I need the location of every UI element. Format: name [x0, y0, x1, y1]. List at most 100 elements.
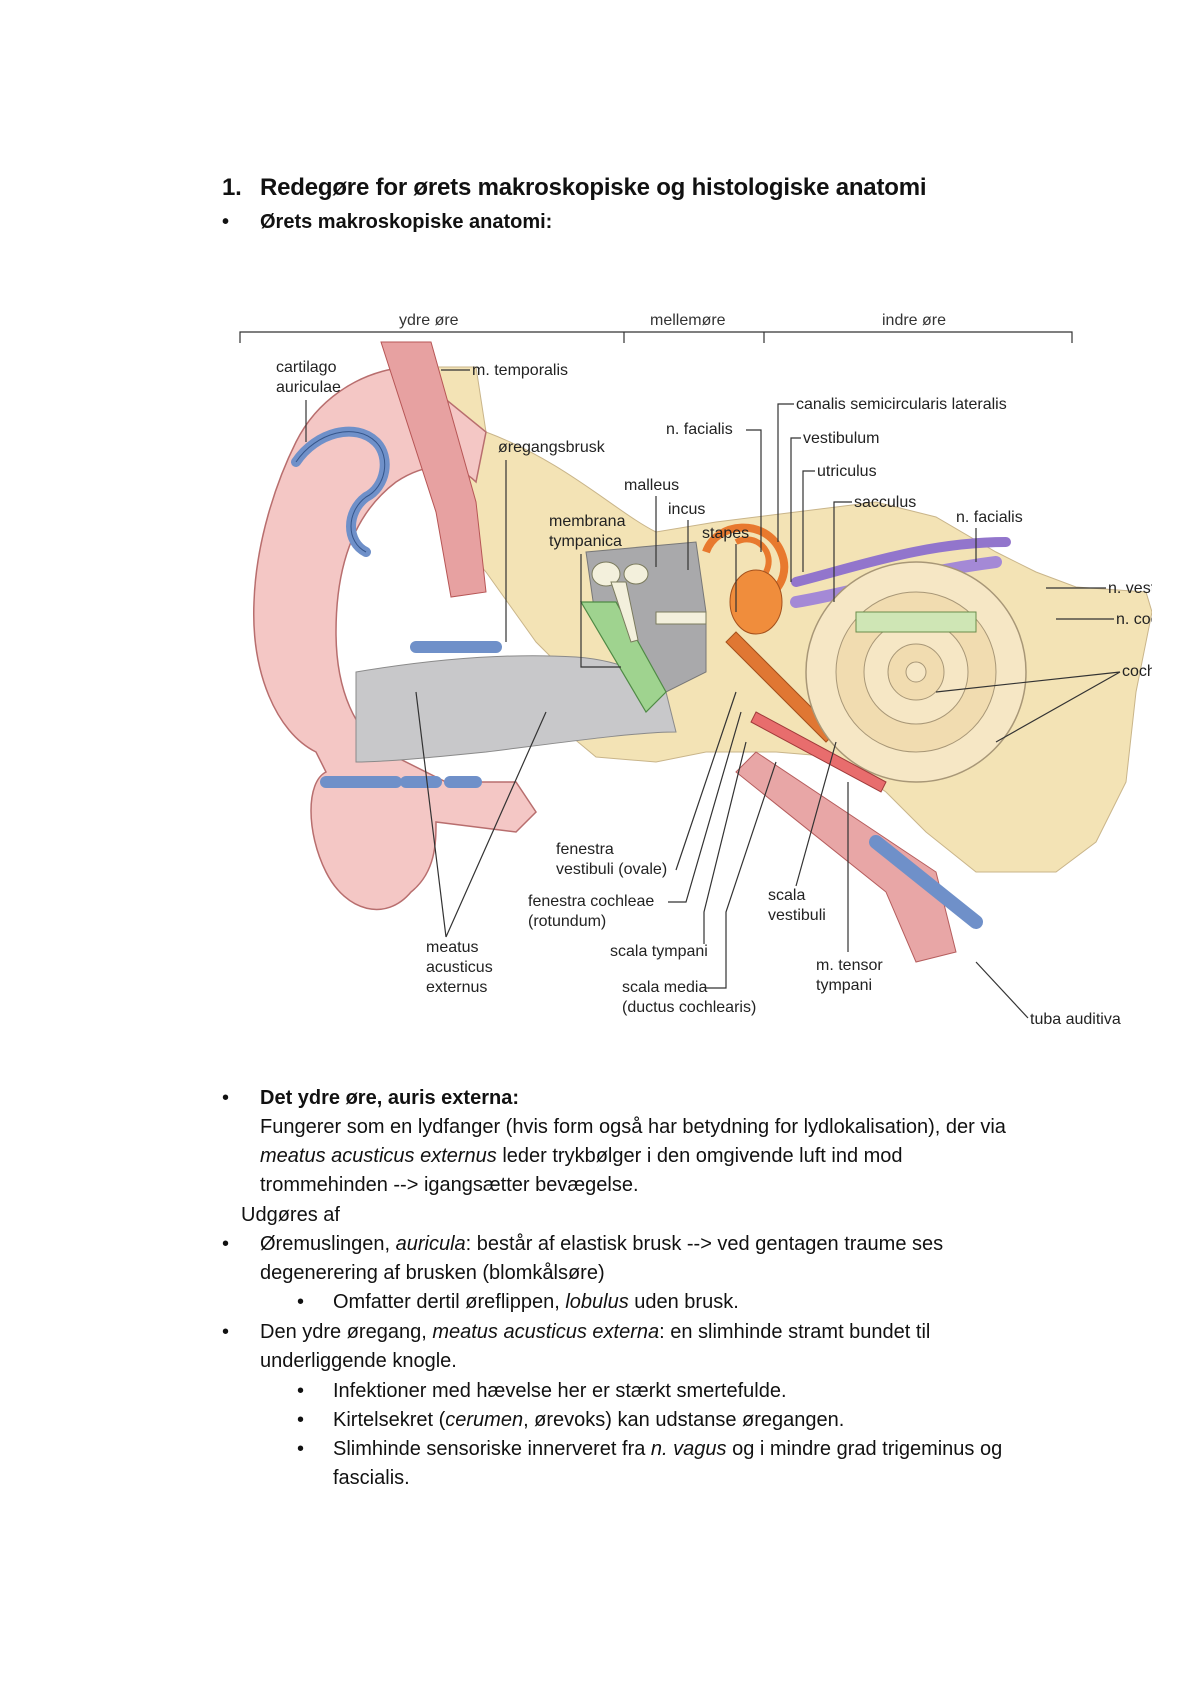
label-n-vestibular: n. vestibular: [1108, 580, 1152, 597]
bullet-dot: •: [297, 1438, 305, 1460]
bullet-dot: •: [297, 1409, 305, 1431]
region-ydre: ydre øre: [399, 312, 459, 329]
auricula-term: auricula: [395, 1233, 466, 1255]
bullet-dot: •: [222, 1233, 230, 1255]
label-n-facialis-top: n. facialis: [666, 421, 733, 438]
innervation-line2: fascialis.: [333, 1467, 410, 1489]
auricula-line2: degenerering af brusken (blomkålsøre): [260, 1262, 605, 1284]
cochlea: [805, 561, 1027, 783]
vestibular-nerve: [791, 537, 1011, 587]
auricula-text-b: : består af elastisk brusk --> ved genta…: [465, 1233, 944, 1255]
label-utriculus: utriculus: [817, 463, 877, 480]
label-scala-vest2: vestibuli: [768, 907, 826, 924]
label-tympanica: tympanica: [549, 533, 622, 550]
bullet-cerumen: • Kirtelsekret (cerumen, ørevoks) kan ud…: [297, 1406, 844, 1435]
labyrinth: [702, 523, 837, 743]
label-meatus1: meatus: [426, 939, 478, 956]
cerumen-text-a: Kirtelsekret (: [333, 1409, 446, 1431]
cerumen-text-b: , ørevoks) kan udstanse øregangen.: [523, 1409, 845, 1431]
bullet-auricula: • Øremuslingen, auricula: består af elas…: [222, 1230, 943, 1288]
label-meatus2: acusticus: [426, 959, 493, 976]
bullet-meatus: • Den ydre øregang, meatus acusticus ext…: [222, 1318, 930, 1376]
meatus-text-a: Den ydre øregang,: [260, 1321, 433, 1343]
auditory-tube: [735, 751, 957, 963]
label-stapes: stapes: [702, 525, 749, 542]
lobulus-text-b: uden brusk.: [628, 1291, 739, 1313]
cerumen-line: Kirtelsekret (cerumen, ørevoks) kan udst…: [333, 1406, 844, 1435]
label-m-tensor2: tympani: [816, 977, 872, 994]
ydre-paragraph-line2: meatus acusticus externus leder trykbølg…: [260, 1142, 1006, 1171]
ydre-line2-rest: leder trykbølger i den omgivende luft in…: [496, 1145, 903, 1167]
label-scala-media1: scala media: [622, 979, 707, 996]
label-auriculae: auriculae: [276, 379, 341, 396]
subheading-text: Ørets makroskopiske anatomi:: [260, 211, 553, 233]
label-cochlea: cochle: [1122, 663, 1152, 680]
udgores-label: Udgøres af: [241, 1204, 340, 1226]
cerumen-term: cerumen: [445, 1409, 524, 1431]
lobulus-line: Omfatter dertil øreflippen, lobulus uden…: [333, 1288, 739, 1317]
section-ydre: • Det ydre øre, auris externa: Fungerer …: [222, 1084, 1006, 1200]
label-tuba: tuba auditiva: [1030, 1011, 1121, 1028]
label-scala-tympani: scala tympani: [610, 943, 708, 960]
label-fenestra-c1: fenestra cochleae: [528, 893, 654, 910]
label-canalis: canalis semicircularis lateralis: [796, 396, 1007, 413]
label-malleus: malleus: [624, 477, 679, 494]
bullet-infektioner: • Infektioner med hævelse her er stærkt …: [297, 1377, 787, 1406]
bullet-dot: •: [297, 1380, 305, 1402]
label-scala-vest1: scala: [768, 887, 805, 904]
label-meatus3: externus: [426, 979, 487, 996]
label-cartilago: cartilago: [276, 359, 337, 376]
label-incus: incus: [668, 501, 705, 518]
meatus-text-b: : en slimhinde stramt bundet til: [659, 1321, 931, 1343]
page-heading: 1.Redegøre for ørets makroskopiske og hi…: [222, 174, 927, 202]
ydre-meatus-term: meatus acusticus externus: [260, 1145, 497, 1167]
subheading-bullet: • Ørets makroskopiske anatomi:: [222, 208, 553, 237]
label-scala-media2: (ductus cochlearis): [622, 999, 756, 1016]
meatus-term: meatus acusticus externa: [432, 1321, 660, 1343]
heading-number: 1.: [222, 174, 242, 201]
ydre-paragraph-line1: Fungerer som en lydfanger (hvis form ogs…: [260, 1116, 1006, 1138]
ydre-title: Det ydre øre, auris externa:: [260, 1087, 519, 1109]
ear-anatomy-figure: ydre øre mellemøre indre øre: [236, 312, 1152, 1064]
bullet-dot: •: [222, 1087, 230, 1109]
region-indre: indre øre: [882, 312, 946, 329]
ear-canal: [355, 655, 677, 763]
label-m-temporalis: m. temporalis: [472, 362, 568, 379]
bullet-dot: •: [222, 1321, 230, 1343]
bullet-innervation: • Slimhinde sensoriske innerveret fra n.…: [297, 1435, 1002, 1493]
label-m-tensor1: m. tensor: [816, 957, 883, 974]
label-sacculus: sacculus: [854, 494, 916, 511]
bullet-dot: •: [297, 1291, 305, 1313]
auricle-cartilage-outline: [295, 431, 386, 553]
meatus-line2: underliggende knogle.: [260, 1350, 457, 1372]
innervation-line1: Slimhinde sensoriske innerveret fra n. v…: [333, 1435, 1002, 1464]
lobulus-text-a: Omfatter dertil øreflippen,: [333, 1291, 566, 1313]
innervation-text-b: og i mindre grad trigeminus og: [726, 1438, 1003, 1460]
auditory-tube-cartilage: [869, 835, 983, 929]
ydre-paragraph-line3: trommehinden --> igangsætter bevægelse.: [260, 1174, 639, 1196]
label-oregangsbrusk: øregangsbrusk: [498, 439, 606, 456]
label-n-cochlear: n. cochlear: [1116, 611, 1152, 628]
tensor-tympani: [750, 711, 887, 793]
label-fenestra-v1: fenestra: [556, 841, 614, 858]
figure-labels: cartilago auriculae m. temporalis øregan…: [276, 359, 1152, 1028]
ear-anatomy-svg: ydre øre mellemøre indre øre: [239, 312, 1152, 1028]
infektioner-line: Infektioner med hævelse her er stærkt sm…: [333, 1380, 787, 1402]
lobulus-term: lobulus: [565, 1291, 629, 1313]
label-vestibulum: vestibulum: [803, 430, 879, 447]
region-mellem: mellemøre: [650, 312, 726, 329]
label-membrana: membrana: [549, 513, 626, 530]
meatus-line1: Den ydre øregang, meatus acusticus exter…: [260, 1318, 930, 1347]
vagus-term: n. vagus: [650, 1438, 727, 1460]
bullet-dot: •: [222, 211, 230, 233]
innervation-text-a: Slimhinde sensoriske innerveret fra: [333, 1438, 651, 1460]
auricula-text-a: Øremuslingen,: [260, 1233, 396, 1255]
region-bracket: ydre øre mellemøre indre øre: [239, 312, 1073, 343]
label-n-facialis-right: n. facialis: [956, 509, 1023, 526]
auricula-line1: Øremuslingen, auricula: består af elasti…: [260, 1230, 943, 1259]
temporalis-muscle: [380, 341, 487, 598]
tympanic-membrane: [579, 601, 667, 713]
auricle: [253, 366, 537, 911]
bullet-lobulus: • Omfatter dertil øreflippen, lobulus ud…: [297, 1288, 739, 1317]
label-fenestra-v2: vestibuli (ovale): [556, 861, 667, 878]
